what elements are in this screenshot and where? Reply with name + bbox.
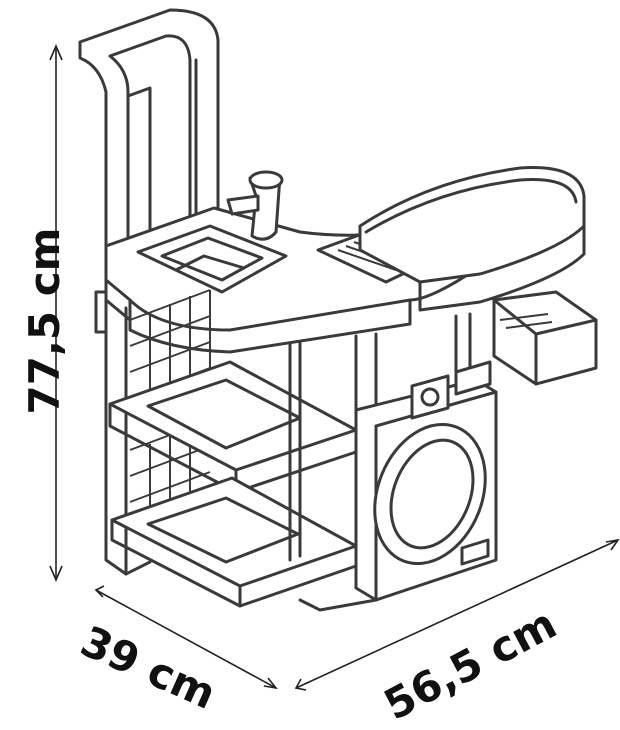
door-icon xyxy=(373,422,487,566)
control-panel xyxy=(410,374,450,420)
bottom-shelf xyxy=(110,476,358,608)
ironing-board xyxy=(358,166,586,312)
height-label: 77,5 cm xyxy=(20,227,69,415)
faucet-icon xyxy=(226,170,284,241)
depth-dimension-arrow xyxy=(94,585,278,690)
dial-icon xyxy=(420,387,440,407)
side-shelf xyxy=(492,290,598,386)
washing-machine xyxy=(354,360,498,602)
base xyxy=(298,598,378,612)
height-dimension-arrow xyxy=(49,43,63,583)
width-dimension-arrow xyxy=(294,538,620,691)
sink xyxy=(136,224,288,294)
middle-shelf xyxy=(108,360,358,494)
upright-handle xyxy=(78,8,220,258)
